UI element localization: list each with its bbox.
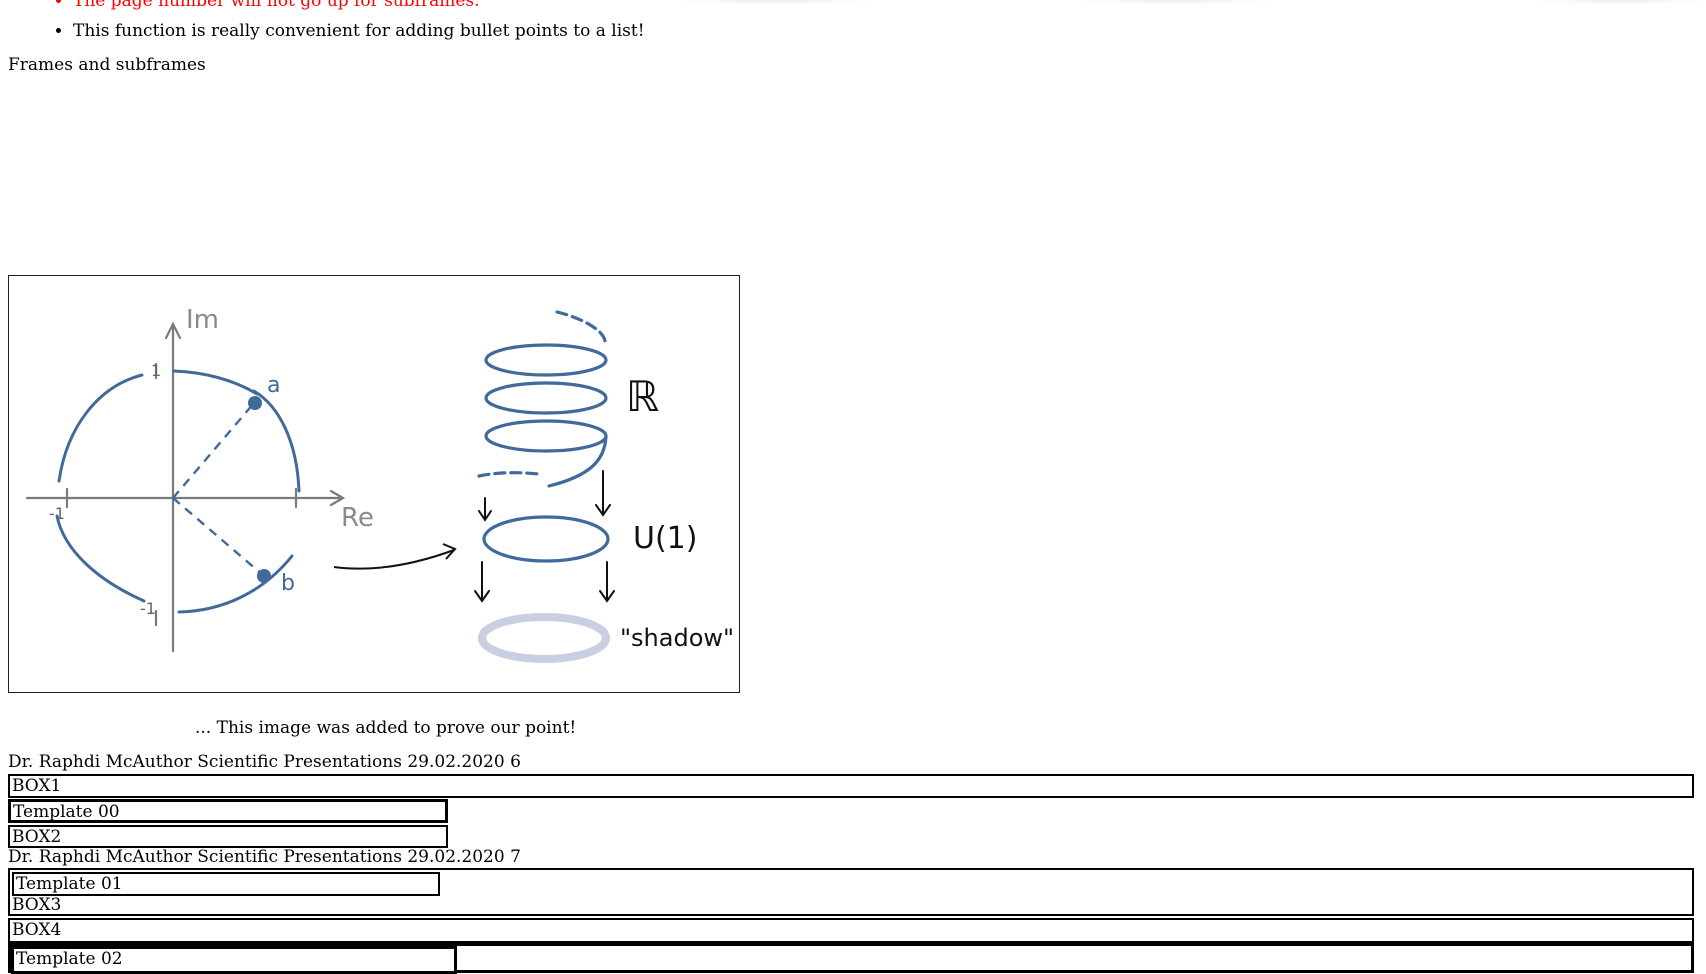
point-b-label: b xyxy=(281,571,295,596)
helix-tail xyxy=(547,434,608,488)
tick-label: -1 xyxy=(49,504,65,523)
box-label: BOX3 xyxy=(12,895,62,915)
unit-circle-arc xyxy=(172,369,259,396)
point-a-label: a xyxy=(267,373,280,398)
footer-page-number: 6 xyxy=(510,752,521,772)
footer-date: 29.02.2020 xyxy=(407,752,505,772)
u1-circle xyxy=(482,515,610,563)
unit-circle-arc xyxy=(177,554,294,614)
tick-label: -1 xyxy=(140,599,156,618)
box1: BOX1 xyxy=(8,774,1694,798)
unit-circle-arc xyxy=(252,389,301,493)
unit-circle-arc xyxy=(57,373,144,483)
box5-frame: Template 02 xyxy=(8,943,1694,974)
box2: BOX2 xyxy=(8,825,448,848)
bullet-item: This function is really convenient for a… xyxy=(73,16,645,46)
decorative-shadow xyxy=(1520,0,1706,6)
im-axis-arrow xyxy=(164,321,182,340)
point-a xyxy=(248,396,262,410)
helix-coil xyxy=(484,343,608,377)
footer-title: Scientific Presentations xyxy=(197,847,402,867)
template-00: Template 00 xyxy=(8,799,448,823)
box4: BOX4 xyxy=(8,918,1694,943)
complex-plane-diagram: Im Re 1 -1 -1 a b xyxy=(25,305,734,663)
unit-circle-arc xyxy=(55,514,146,603)
box-label: BOX4 xyxy=(12,920,62,940)
shadow-label: "shadow" xyxy=(620,624,734,652)
helix-bottom-dash xyxy=(477,471,541,478)
slide-footer: Dr. Raphdi McAuthor Scientific Presentat… xyxy=(8,847,521,867)
box-label: BOX2 xyxy=(12,827,62,847)
dashed-radius-a xyxy=(172,402,255,499)
decorative-shadow xyxy=(660,0,890,6)
template-01: Template 01 xyxy=(12,872,440,896)
footer-title: Scientific Presentations xyxy=(197,752,402,772)
box3: Template 01 BOX3 xyxy=(8,868,1694,916)
helix-top-dash xyxy=(555,310,607,343)
shadow-circle xyxy=(478,613,610,663)
helix-coil xyxy=(484,419,608,453)
section-title: Frames and subframes xyxy=(8,55,206,75)
footer-page-number: 7 xyxy=(510,847,521,867)
dashed-radius-b xyxy=(172,497,265,577)
box-label: Template 01 xyxy=(16,874,123,894)
im-label: Im xyxy=(186,305,219,335)
box-label: BOX1 xyxy=(12,776,62,796)
point-b xyxy=(257,569,271,583)
tick-label: 1 xyxy=(151,361,161,380)
figure-frame: Im Re 1 -1 -1 a b xyxy=(8,275,740,693)
box-label: Template 02 xyxy=(16,949,123,969)
footer-author: Dr. Raphdi McAuthor xyxy=(8,847,192,867)
mapping-arrow xyxy=(333,549,455,570)
r-label: ℝ xyxy=(626,372,659,421)
figure-caption: ... This image was added to prove our po… xyxy=(195,718,577,738)
re-label: Re xyxy=(341,503,374,533)
box-label: Template 00 xyxy=(13,802,120,822)
template-02: Template 02 xyxy=(11,946,457,974)
u1-label: U(1) xyxy=(633,521,697,556)
re-axis-arrow xyxy=(329,489,346,507)
slide-footer: Dr. Raphdi McAuthor Scientific Presentat… xyxy=(8,752,521,772)
helix-coil xyxy=(484,381,608,415)
decorative-shadow xyxy=(1060,0,1290,6)
bullet-item: The page number will not go up for subfr… xyxy=(73,0,645,16)
footer-author: Dr. Raphdi McAuthor xyxy=(8,752,192,772)
footer-date: 29.02.2020 xyxy=(407,847,505,867)
bullet-list: The page number will not go up for subfr… xyxy=(40,0,645,46)
